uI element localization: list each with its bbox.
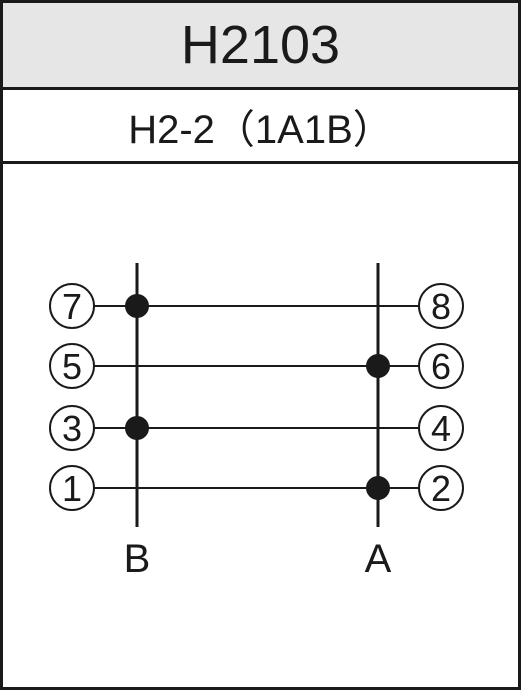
pin-circle-8: [418, 283, 464, 329]
pin-label-8: 8: [431, 286, 451, 327]
pin-label-2: 2: [431, 468, 451, 509]
model-title: H2103: [3, 3, 518, 90]
pin-circle-3: [49, 405, 95, 451]
pin-circle-6: [418, 343, 464, 389]
pin-circle-2: [418, 465, 464, 511]
pin-label-4: 4: [431, 408, 451, 449]
pin-circle-7: [49, 283, 95, 329]
pin-label-6: 6: [431, 346, 451, 387]
pin-circle-1: [49, 465, 95, 511]
pin-label-7: 7: [62, 286, 82, 327]
bus-label-b: B: [124, 537, 151, 581]
bus-label-a: A: [365, 537, 392, 581]
pin-label-5: 5: [62, 346, 82, 387]
pin-circle-5: [49, 343, 95, 389]
junction-dot-5-6: [366, 354, 390, 378]
model-subtitle: H2-2（1A1B）: [3, 90, 518, 164]
junction-dot-7-8: [125, 294, 149, 318]
junction-dot-1-2: [366, 476, 390, 500]
pin-circle-4: [418, 405, 464, 451]
pin-label-3: 3: [62, 408, 82, 449]
pin-label-1: 1: [62, 468, 82, 509]
junction-dot-3-4: [125, 416, 149, 440]
